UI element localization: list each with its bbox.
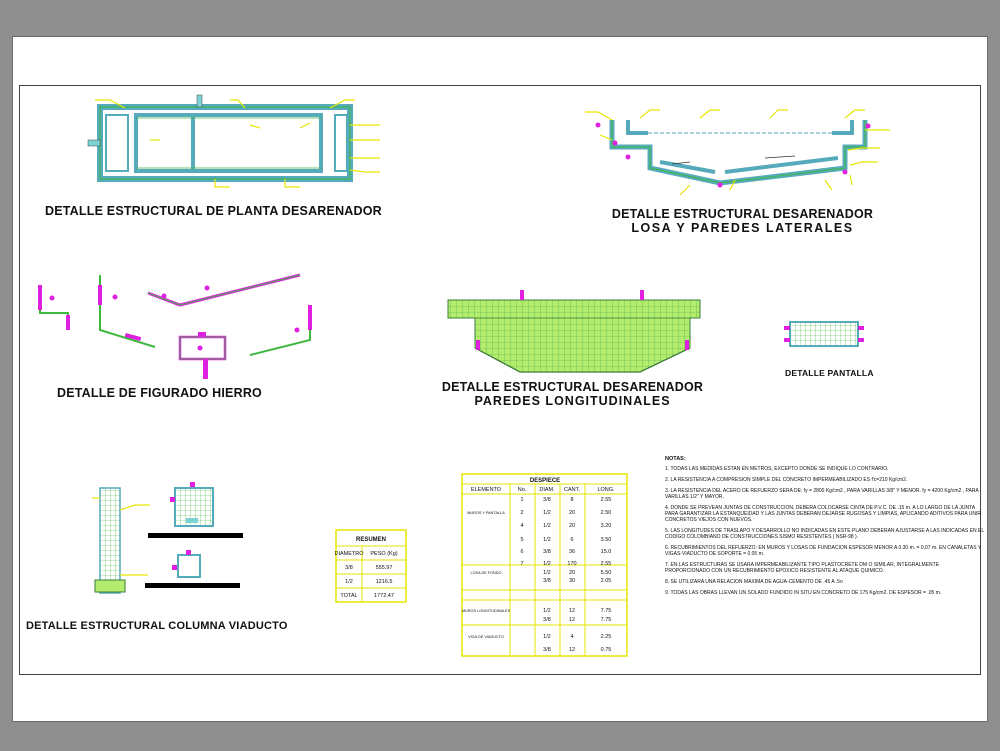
despiece-cell: 2 xyxy=(520,510,523,516)
note-item: 9. TODAS LAS OBRAS LLEVAN UN SOLADO FUND… xyxy=(665,590,942,596)
losa-paredes-laterales-detail xyxy=(585,109,890,196)
note-item: 8. SE UTILIZARA UNA RELACION MAXIMA DE A… xyxy=(665,579,843,585)
despiece-cell: 12 xyxy=(569,617,575,623)
drawing-frame xyxy=(19,85,981,675)
notes-list: 1. TODAS LAS MEDIDAS ESTAN EN METROS, EX… xyxy=(665,466,985,601)
despiece-cell: 3/8 xyxy=(543,549,551,555)
note-item: 5. LAS LONGITUDES DE TRASLAPO Y DESARROL… xyxy=(665,528,984,540)
title-figurado-hierro: DETALLE DE FIGURADO HIERRO xyxy=(57,386,262,400)
despiece-cell: 2.25 xyxy=(601,634,612,640)
despiece-cell: MUROS LONGITUDINALES xyxy=(462,609,511,613)
despiece-cell: 170 xyxy=(567,561,576,567)
resumen-cell: 555.97 xyxy=(376,565,393,571)
notes-header: NOTAS: xyxy=(665,456,686,462)
title-paredes-longitudinales: DETALLE ESTRUCTURAL DESARENADOR PAREDES … xyxy=(420,380,725,408)
despiece-cell: 30 xyxy=(569,578,575,584)
despiece-cell: 1 xyxy=(520,497,523,503)
note-item: 1. TODAS LAS MEDIDAS ESTAN EN METROS, EX… xyxy=(665,466,889,472)
despiece-cell: 3.20 xyxy=(601,523,612,529)
columna-viaducto-detail xyxy=(92,482,243,594)
resumen-cell: 1216.5 xyxy=(376,579,393,585)
despiece-cell: 4 xyxy=(520,523,523,529)
despiece-cell: 3.50 xyxy=(601,537,612,543)
despiece-cell: 1/2 xyxy=(543,523,551,529)
title-line: LOSA Y PAREDES LATERALES xyxy=(631,221,854,235)
despiece-cell: 36 xyxy=(569,549,575,555)
title-columna-viaducto: DETALLE ESTRUCTURAL COLUMNA VIADUCTO xyxy=(26,620,288,632)
despiece-cell: 20 xyxy=(569,510,575,516)
despiece-cell: 5.50 xyxy=(601,570,612,576)
resumen-cell: 1772.47 xyxy=(374,593,394,599)
despiece-header-cell: LONG. xyxy=(597,487,615,493)
despiece-cell: VIGA DE VIADUCTO xyxy=(468,635,504,639)
despiece-cell: 20 xyxy=(569,570,575,576)
resumen-header-peso: PESO (Kg) xyxy=(370,551,397,557)
despiece-cell: 3/8 xyxy=(543,497,551,503)
despiece-cell: 1/2 xyxy=(543,510,551,516)
despiece-cell: 6 xyxy=(570,537,573,543)
despiece-cell: 7.75 xyxy=(601,608,612,614)
despiece-cell: 1/2 xyxy=(543,634,551,640)
despiece-cell: MUROS Y PANTALLA xyxy=(467,511,505,515)
despiece-cell: LOSA DE FONDO xyxy=(470,571,501,575)
despiece-cell: 2.05 xyxy=(601,578,612,584)
planta-desarenador-detail xyxy=(87,94,380,188)
note-item: 4. DONDE SE PREVEAN JUNTAS DE CONSTRUCCI… xyxy=(665,505,982,523)
despiece-header-cell: ELEMENTO xyxy=(471,487,502,493)
despiece-cell: 15.0 xyxy=(601,549,612,555)
resumen-table: RESUMEN DIAMETRO PESO (Kg) 3/8 555.97 1/… xyxy=(334,529,407,603)
title-planta-desarenador: DETALLE ESTRUCTURAL DE PLANTA DESARENADO… xyxy=(45,204,382,218)
despiece-cell: 8 xyxy=(570,497,573,503)
despiece-cell: 3/8 xyxy=(543,617,551,623)
despiece-cell: 6 xyxy=(520,549,523,555)
title-line: PAREDES LONGITUDINALES xyxy=(474,394,671,408)
despiece-table: DESPIECE ELEMENTO No. DIAM. CANT. LONG. 1 3/8… xyxy=(461,473,628,657)
note-item: 6. RECUBRIMIENTOS DEL REFUERZO: EN MUROS… xyxy=(665,545,982,557)
title-line: DETALLE ESTRUCTURAL DESARENADOR xyxy=(611,207,874,221)
despiece-cell: 20 xyxy=(569,523,575,529)
paredes-longitudinales-detail xyxy=(447,290,701,373)
resumen-title: RESUMEN xyxy=(356,537,386,543)
pantalla-detail xyxy=(784,321,864,347)
despiece-cell: 2.55 xyxy=(601,497,612,503)
despiece-title: DESPIECE xyxy=(530,478,560,484)
despiece-header-cell: DIAM. xyxy=(539,487,555,493)
despiece-cell: 3/8 xyxy=(543,578,551,584)
despiece-header-cell: CANT. xyxy=(564,487,580,493)
despiece-cell: 12 xyxy=(569,647,575,653)
resumen-cell: TOTAL xyxy=(340,593,357,599)
despiece-cell: 1/2 xyxy=(543,608,551,614)
resumen-cell: 3/8 xyxy=(345,565,353,571)
despiece-cell: 3/8 xyxy=(543,647,551,653)
title-pantalla: DETALLE PANTALLA xyxy=(785,368,874,378)
note-item: 3. LA RESISTENCIA DEL ACERO DE REFUERZO … xyxy=(665,488,979,500)
despiece-cell: 12 xyxy=(569,608,575,614)
resumen-header-diam: DIAMETRO xyxy=(334,551,364,557)
note-item: 7. EN LAS ESTRUCTURAS SE USARA IMPERMEAB… xyxy=(665,562,940,574)
despiece-cell: 0.75 xyxy=(601,647,612,653)
despiece-cell: 5 xyxy=(520,537,523,543)
title-losa-paredes-laterales: DETALLE ESTRUCTURAL DESARENADOR LOSA Y P… xyxy=(590,207,895,235)
despiece-header-cell: No. xyxy=(518,487,527,493)
note-item: 2. LA RESISTENCIA A COMPRESION SIMPLE DE… xyxy=(665,477,908,483)
despiece-cell: 2.55 xyxy=(601,561,612,567)
despiece-cell: 2.50 xyxy=(601,510,612,516)
despiece-cell: 1/2 xyxy=(543,570,551,576)
despiece-cell: 4 xyxy=(570,634,573,640)
despiece-cell: 7 xyxy=(520,561,523,567)
despiece-cell: 7.75 xyxy=(601,617,612,623)
despiece-cell: 1/2 xyxy=(543,537,551,543)
resumen-cell: 1/2 xyxy=(345,579,353,585)
despiece-cell: 1/2 xyxy=(543,561,551,567)
title-line: DETALLE ESTRUCTURAL DESARENADOR xyxy=(441,380,704,394)
figurado-hierro-detail xyxy=(38,273,312,379)
